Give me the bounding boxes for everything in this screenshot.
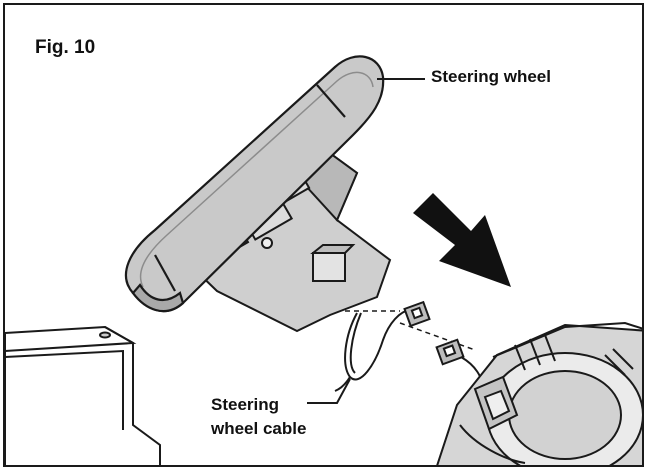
steering-wheel-callout: Steering wheel xyxy=(431,67,551,86)
steering-wheel-cable-callout: Steering wheel cable xyxy=(211,393,306,441)
cable-callout-line1: Steering xyxy=(211,395,280,414)
base-bracket xyxy=(5,325,161,465)
figure-frame: Fig. 10 Steering wheel Steering wheel ca… xyxy=(3,3,644,467)
wheel-base-mount xyxy=(436,321,642,465)
cable-callout-leader xyxy=(307,378,351,404)
steering-wheel-cable xyxy=(334,309,476,392)
assembly-illustration xyxy=(5,55,642,465)
cable-connector-male xyxy=(403,300,431,328)
cable-connector-female xyxy=(435,338,484,391)
insert-arrow-icon xyxy=(413,193,511,287)
figure-label: Fig. 10 xyxy=(35,37,96,58)
steering-wheel-rim xyxy=(124,55,385,313)
cable-callout-line2: wheel cable xyxy=(211,419,307,438)
